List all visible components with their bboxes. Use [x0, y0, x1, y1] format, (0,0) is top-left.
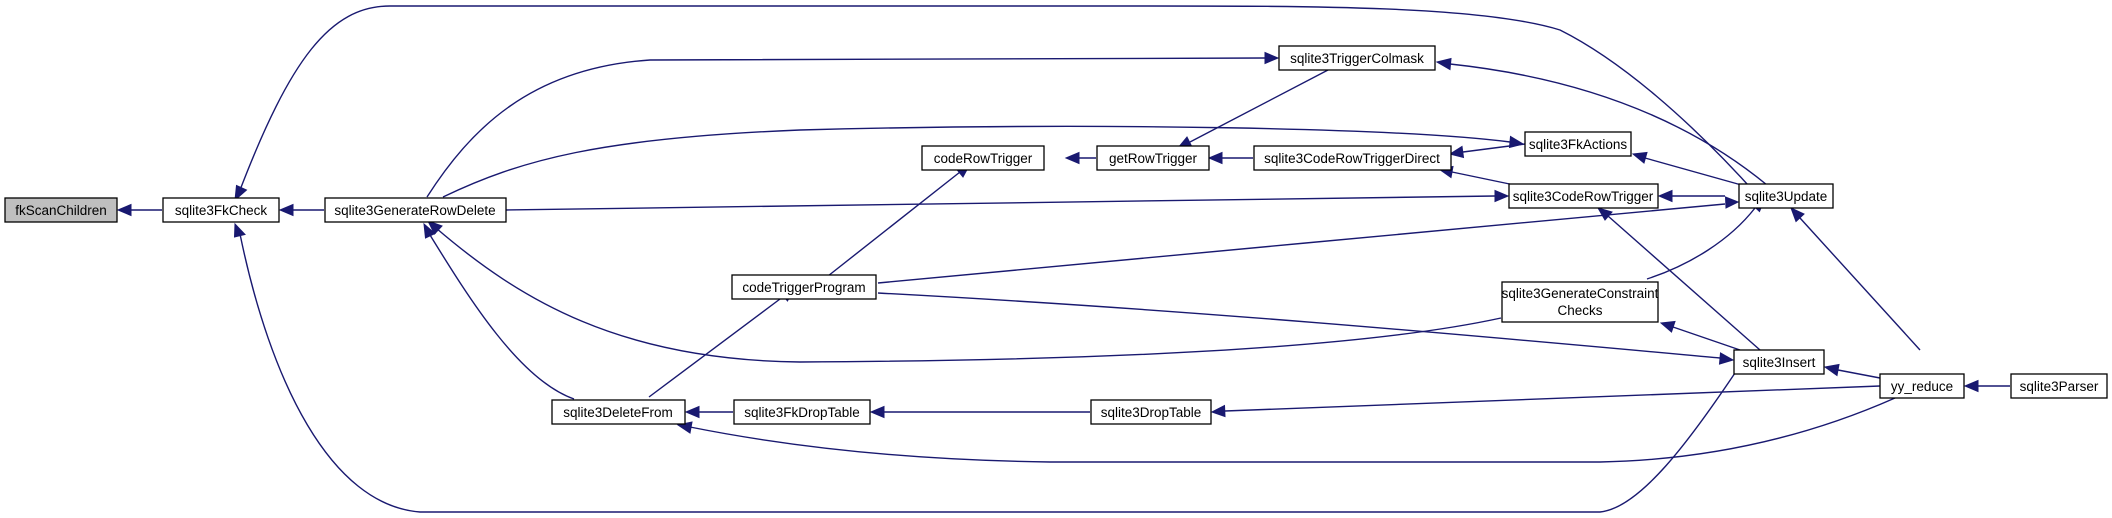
node-sqlite3droptable[interactable]: sqlite3DropTable — [1090, 399, 1212, 425]
edge-fkcheck-to-fkscanchildren — [116, 203, 162, 217]
edge-rowdelete-to-triggercolmask — [426, 51, 1280, 198]
node-sqlite3fkdroptable[interactable]: sqlite3FkDropTable — [733, 399, 871, 425]
node-sqlite3parser[interactable]: sqlite3Parser — [2010, 373, 2108, 399]
node-sqlite3triggercolmask[interactable]: sqlite3TriggerColmask — [1278, 45, 1436, 71]
edge-fkdroptable-to-deletefrom — [684, 405, 733, 419]
edge-insert-to-codetriggerprogram — [877, 292, 1735, 365]
node-sqlite3deletefrom[interactable]: sqlite3DeleteFrom — [551, 399, 686, 425]
node-label-line2: Checks — [1557, 303, 1602, 318]
node-sqlite3coderowtriggerdirect[interactable]: sqlite3CodeRowTriggerDirect — [1253, 145, 1452, 171]
edge-coderowtrigger-to-getrowtrigger — [1064, 151, 1096, 165]
node-sqlite3generateconstraintchecks[interactable]: sqlite3GenerateConstraint Checks — [1501, 281, 1659, 323]
node-sqlite3update[interactable]: sqlite3Update — [1738, 183, 1834, 209]
edge-deletefrom-to-rowdelete — [423, 222, 575, 400]
edge-fkactions-to-codetriggerdirect — [1448, 143, 1526, 159]
nodes: fkScanChildren sqlite3FkCheck sqlite3Gen… — [4, 45, 2108, 425]
edge-yyreduce-to-droptable — [1210, 385, 1881, 418]
edge-update-to-coderowtrigger — [1657, 189, 1725, 203]
node-codetriggerprogram[interactable]: codeTriggerProgram — [731, 274, 877, 300]
node-label: sqlite3FkActions — [1529, 137, 1628, 152]
edge-codetriggerdirect-to-getrowtrigger — [1207, 151, 1253, 165]
node-label: sqlite3CodeRowTrigger — [1513, 189, 1654, 204]
node-sqlite3generaterowdelete[interactable]: sqlite3GenerateRowDelete — [324, 197, 507, 223]
edges — [116, 5, 2010, 513]
edge-yyreduce-to-insert — [1823, 363, 1881, 379]
edge-insert-to-fkcheck — [233, 222, 1736, 513]
node-label: sqlite3CodeRowTriggerDirect — [1264, 151, 1440, 166]
node-label: sqlite3DropTable — [1101, 405, 1202, 420]
node-label: sqlite3FkCheck — [175, 203, 268, 218]
node-label: sqlite3TriggerColmask — [1290, 51, 1424, 66]
edge-deletefrom-to-codetriggerprogram — [648, 287, 795, 398]
edge-parser-to-yyreduce — [1963, 379, 2010, 393]
edge-getrowtrigger-to-triggercolmask — [1176, 69, 1329, 149]
node-sqlite3fkcheck[interactable]: sqlite3FkCheck — [162, 197, 280, 223]
node-sqlite3fkactions[interactable]: sqlite3FkActions — [1524, 131, 1632, 157]
edge-constraintchecks-to-rowdelete — [426, 220, 1502, 363]
node-coderowtrigger[interactable]: codeRowTrigger — [921, 145, 1045, 171]
edge-yyreduce-to-update — [1790, 207, 1921, 351]
edge-update-to-fkactions — [1631, 151, 1746, 187]
node-label: sqlite3Parser — [2020, 379, 2099, 394]
node-getrowtrigger[interactable]: getRowTrigger — [1096, 145, 1210, 171]
edge-insert-to-coderowtrigger — [1596, 207, 1761, 351]
node-label: sqlite3Insert — [1743, 355, 1816, 370]
edge-update-to-fkcheck — [234, 5, 1759, 202]
node-sqlite3coderowtrigger[interactable]: sqlite3CodeRowTrigger — [1508, 183, 1659, 209]
node-label: codeRowTrigger — [934, 151, 1033, 166]
edge-rowdelete-to-fkcheck — [278, 203, 324, 217]
node-label-line1: sqlite3GenerateConstraint — [1502, 286, 1659, 301]
node-label: sqlite3DeleteFrom — [563, 405, 673, 420]
edge-droptable-to-fkdroptable — [869, 405, 1090, 419]
edge-update-to-codetriggerprogram — [877, 196, 1740, 284]
node-label: getRowTrigger — [1109, 151, 1198, 166]
node-label: fkScanChildren — [15, 203, 107, 218]
edge-codetriggerprogram-to-coderowtrigger — [827, 163, 972, 277]
node-label: codeTriggerProgram — [742, 280, 865, 295]
edge-rowdelete-to-coderowtrigger — [505, 189, 1510, 211]
node-fkscanchildren[interactable]: fkScanChildren — [4, 197, 118, 223]
node-label: sqlite3GenerateRowDelete — [334, 203, 495, 218]
node-yyreduce[interactable]: yy_reduce — [1879, 373, 1965, 399]
edge-update-to-triggercolmask — [1435, 57, 1768, 186]
node-label: sqlite3Update — [1745, 189, 1828, 204]
edge-insert-to-constraintchecks — [1659, 320, 1741, 351]
node-label: sqlite3FkDropTable — [744, 405, 860, 420]
node-sqlite3insert[interactable]: sqlite3Insert — [1733, 349, 1825, 375]
node-label: yy_reduce — [1891, 379, 1953, 394]
